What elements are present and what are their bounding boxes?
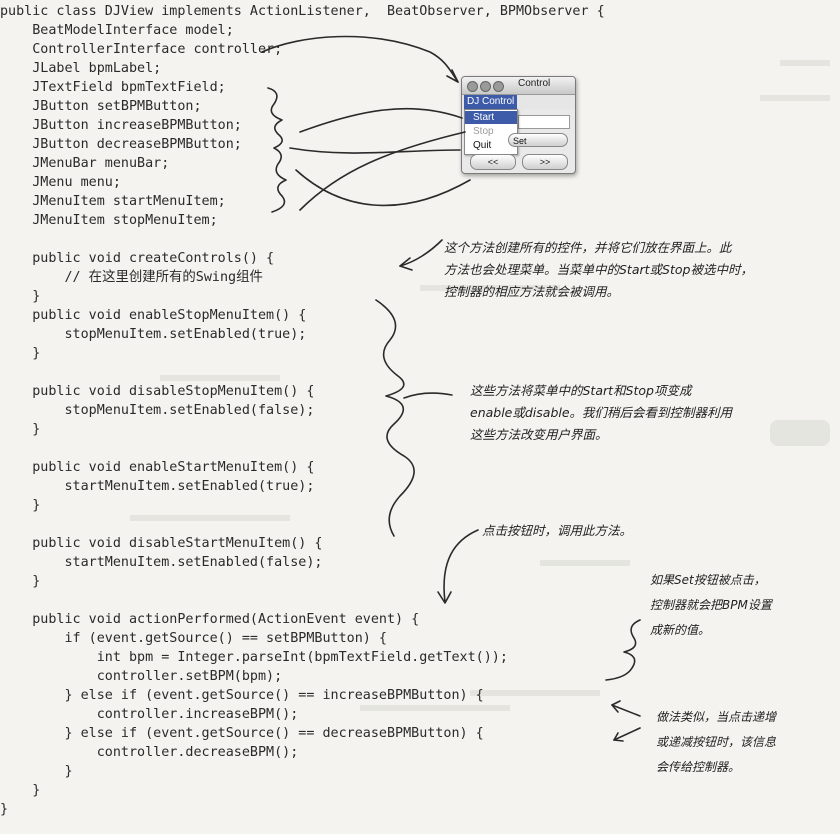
menu-item-start[interactable]: Start bbox=[465, 111, 517, 124]
note-line: 点击按钮时，调用此方法。 bbox=[482, 523, 633, 538]
arrowhead bbox=[613, 732, 624, 742]
code-line: public class DJView implements ActionLis… bbox=[0, 4, 605, 19]
note-increase-decrease: 做法类似，当点击递增 或递减按钮时，该信息 会传给控制器。 bbox=[656, 705, 776, 780]
note-line: 做法类似，当点击递增 bbox=[656, 710, 777, 724]
arrow-fields-to-window bbox=[261, 35, 459, 83]
code-line: } bbox=[0, 498, 41, 513]
code-line: } bbox=[0, 764, 73, 779]
code-line: JButton setBPMButton; bbox=[0, 99, 202, 114]
arrowhead bbox=[437, 591, 452, 604]
menu-item-stop[interactable]: Stop bbox=[473, 126, 494, 137]
code-line: JLabel bpmLabel; bbox=[0, 61, 162, 76]
note-line: 如果Set按钮被点击， bbox=[650, 573, 766, 587]
note-line: 或递减按钮时，该信息 bbox=[656, 735, 777, 749]
increase-bpm-button[interactable]: >> bbox=[522, 154, 568, 170]
code-line: } bbox=[0, 289, 41, 304]
code-line: stopMenuItem.setEnabled(true); bbox=[0, 327, 307, 342]
arrow-to-textfield bbox=[299, 107, 463, 133]
note-create-controls: 这个方法创建所有的控件，并将它们放在界面上。此 方法也会处理菜单。当菜单中的St… bbox=[444, 237, 753, 303]
code-line: // 在这里创建所有的Swing组件 bbox=[0, 270, 263, 285]
code-line: JMenu menu; bbox=[0, 175, 121, 190]
code-line: JTextField bpmTextField; bbox=[0, 80, 226, 95]
note-line: 会传给控制器。 bbox=[656, 760, 741, 774]
note-line: 控制器就会把BPM设置 bbox=[650, 598, 772, 612]
arrowhead bbox=[399, 257, 413, 271]
code-line: public void createControls() { bbox=[0, 251, 275, 266]
code-line: } bbox=[0, 783, 41, 798]
code-line: } bbox=[0, 574, 41, 589]
note-set-button: 如果Set按钮被点击， 控制器就会把BPM设置 成新的值。 bbox=[650, 568, 772, 643]
code-line: } else if (event.getSource() == decrease… bbox=[0, 726, 484, 741]
code-line: BeatModelInterface model; bbox=[0, 23, 234, 38]
arrow-create-controls bbox=[399, 239, 443, 267]
enable-disable-brace bbox=[375, 299, 415, 537]
zoom-dot-icon[interactable] bbox=[493, 81, 504, 92]
code-line: public void enableStopMenuItem() { bbox=[0, 308, 307, 323]
note-line: 这个方法创建所有的控件，并将它们放在界面上。此 bbox=[444, 240, 732, 255]
close-dot-icon[interactable] bbox=[467, 81, 478, 92]
menu-dropdown: Start Stop Quit bbox=[464, 109, 518, 155]
code-line: if (event.getSource() == setBPMButton) { bbox=[0, 631, 387, 646]
code-line: } else if (event.getSource() == increase… bbox=[0, 688, 484, 703]
arrow-decrease bbox=[613, 727, 641, 741]
note-line: 这些方法将菜单中的Start和Stop项变成 bbox=[470, 383, 692, 398]
code-line: JMenuItem stopMenuItem; bbox=[0, 213, 218, 228]
window-titlebar: Control bbox=[462, 77, 575, 95]
arrow-to-buttons-b bbox=[299, 131, 466, 211]
code-line: controller.setBPM(bpm); bbox=[0, 669, 283, 684]
code-line: JMenuBar menuBar; bbox=[0, 156, 170, 171]
note-line: enable或disable。我们稍后会看到控制器利用 bbox=[470, 405, 733, 420]
arrow-increase bbox=[611, 704, 641, 717]
arrow-enable-disable bbox=[403, 392, 453, 399]
code-line: } bbox=[0, 346, 41, 361]
window-title: Control bbox=[518, 78, 551, 89]
menu-dj-control[interactable]: DJ Control bbox=[464, 95, 518, 109]
code-line: public void enableStartMenuItem() { bbox=[0, 460, 315, 475]
code-line: public void disableStopMenuItem() { bbox=[0, 384, 315, 399]
code-line: JButton increaseBPMButton; bbox=[0, 118, 242, 133]
code-line: JButton decreaseBPMButton; bbox=[0, 137, 242, 152]
menu-item-quit[interactable]: Quit bbox=[473, 140, 492, 151]
menu-bar: DJ Control bbox=[462, 95, 575, 109]
note-enable-disable: 这些方法将菜单中的Start和Stop项变成 enable或disable。我们… bbox=[470, 380, 732, 446]
note-line: 控制器的相应方法就会被调用。 bbox=[444, 284, 620, 299]
bpm-text-field[interactable] bbox=[518, 115, 570, 129]
note-line: 这些方法改变用户界面。 bbox=[470, 427, 608, 442]
note-action-performed: 点击按钮时，调用此方法。 bbox=[482, 520, 632, 542]
arrow-to-set bbox=[289, 147, 461, 154]
code-line: startMenuItem.setEnabled(false); bbox=[0, 555, 323, 570]
code-line: } bbox=[0, 802, 9, 817]
note-line: 方法也会处理菜单。当菜单中的Start或Stop被选中时， bbox=[444, 262, 753, 277]
decrease-bpm-button[interactable]: << bbox=[470, 154, 516, 170]
code-line: public void actionPerformed(ActionEvent … bbox=[0, 612, 420, 627]
arrow-to-buttons-a bbox=[295, 169, 471, 207]
code-line: } bbox=[0, 422, 41, 437]
code-line: JMenuItem startMenuItem; bbox=[0, 194, 226, 209]
code-line: int bpm = Integer.parseInt(bpmTextField.… bbox=[0, 650, 508, 665]
arrowhead bbox=[611, 700, 621, 713]
code-line: controller.decreaseBPM(); bbox=[0, 745, 299, 760]
arrow-action-performed bbox=[443, 529, 479, 603]
control-window: Control DJ Control Start Stop Quit Set <… bbox=[461, 76, 576, 174]
code-line: ControllerInterface controller; bbox=[0, 42, 283, 57]
set-brace bbox=[605, 619, 641, 681]
code-line: stopMenuItem.setEnabled(false); bbox=[0, 403, 315, 418]
code-line: startMenuItem.setEnabled(true); bbox=[0, 479, 315, 494]
code-line: controller.increaseBPM(); bbox=[0, 707, 299, 722]
set-button[interactable]: Set bbox=[508, 133, 568, 147]
minimize-dot-icon[interactable] bbox=[480, 81, 491, 92]
code-line: public void disableStartMenuItem() { bbox=[0, 536, 323, 551]
arrowhead bbox=[446, 69, 459, 83]
field-brace bbox=[267, 87, 287, 213]
note-line: 成新的值。 bbox=[650, 623, 711, 637]
